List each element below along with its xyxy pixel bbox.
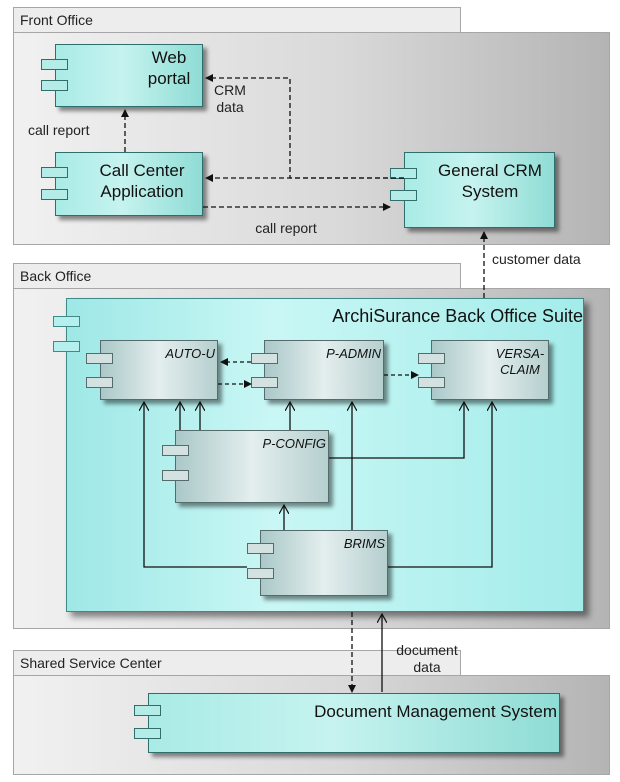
call-report-up-label: call report <box>28 122 90 138</box>
p-admin-label: P-ADMIN <box>326 346 381 361</box>
p-admin-tab-icon <box>251 353 278 364</box>
web-portal-tab-icon <box>41 80 68 91</box>
shared-service-center-title: Shared Service Center <box>20 655 162 671</box>
use-p-config-versa-claim <box>329 402 464 459</box>
call-report-right-label: call report <box>255 220 317 236</box>
auto-u-tab-icon <box>86 377 113 388</box>
back-office-suite-tab-icon <box>53 341 80 352</box>
general-crm-label: General CRM System <box>438 161 542 201</box>
p-config-tab-icon <box>162 445 189 456</box>
versa-claim-label: VERSA-CLAIM <box>495 346 545 377</box>
p-config-tab-icon <box>162 470 189 481</box>
brims-tab-icon <box>247 543 274 554</box>
auto-u-component[interactable]: AUTO-U <box>100 340 218 400</box>
shared-service-center-tab: Shared Service Center <box>13 650 461 676</box>
call-center-label: Call Center Application <box>99 161 185 201</box>
customer-data-label: customer data <box>492 251 581 267</box>
p-admin-component[interactable]: P-ADMIN <box>264 340 384 400</box>
versa-claim-tab-icon <box>418 353 445 364</box>
front-office-tab: Front Office <box>13 7 461 33</box>
web-portal-tab-icon <box>41 59 68 70</box>
back-office-suite-label: ArchiSurance Back Office Suite <box>332 306 583 326</box>
auto-u-label: AUTO-U <box>165 346 215 361</box>
crm-data-label: CRM data <box>214 82 246 115</box>
use-brims-auto-u <box>144 402 247 568</box>
versa-claim-component[interactable]: VERSA-CLAIM <box>431 340 549 400</box>
general-crm-tab-icon <box>390 190 417 201</box>
brims-component[interactable]: BRIMS <box>260 530 388 596</box>
back-office-suite-tab-icon <box>53 316 80 327</box>
p-config-label: P-CONFIG <box>262 436 326 451</box>
document-data-label: document data <box>396 642 458 675</box>
brims-tab-icon <box>247 568 274 579</box>
general-crm-component[interactable]: General CRM System <box>404 152 555 228</box>
p-config-component[interactable]: P-CONFIG <box>175 430 329 503</box>
document-management-component[interactable]: Document Management System <box>148 693 560 753</box>
document-management-label: Document Management System <box>314 702 557 721</box>
front-office-title: Front Office <box>20 12 93 28</box>
call-center-component[interactable]: Call Center Application <box>55 152 203 216</box>
auto-u-tab-icon <box>86 353 113 364</box>
back-office-title: Back Office <box>20 268 92 284</box>
call-center-tab-icon <box>41 189 68 200</box>
brims-label: BRIMS <box>343 536 385 551</box>
use-brims-versa-claim <box>388 402 492 568</box>
web-portal-label: Web portal <box>147 48 191 88</box>
document-management-tab-icon <box>134 728 161 739</box>
document-management-tab-icon <box>134 705 161 716</box>
call-center-tab-icon <box>41 167 68 178</box>
web-portal-component[interactable]: Web portal <box>55 44 203 107</box>
back-office-tab: Back Office <box>13 263 461 289</box>
versa-claim-tab-icon <box>418 377 445 388</box>
